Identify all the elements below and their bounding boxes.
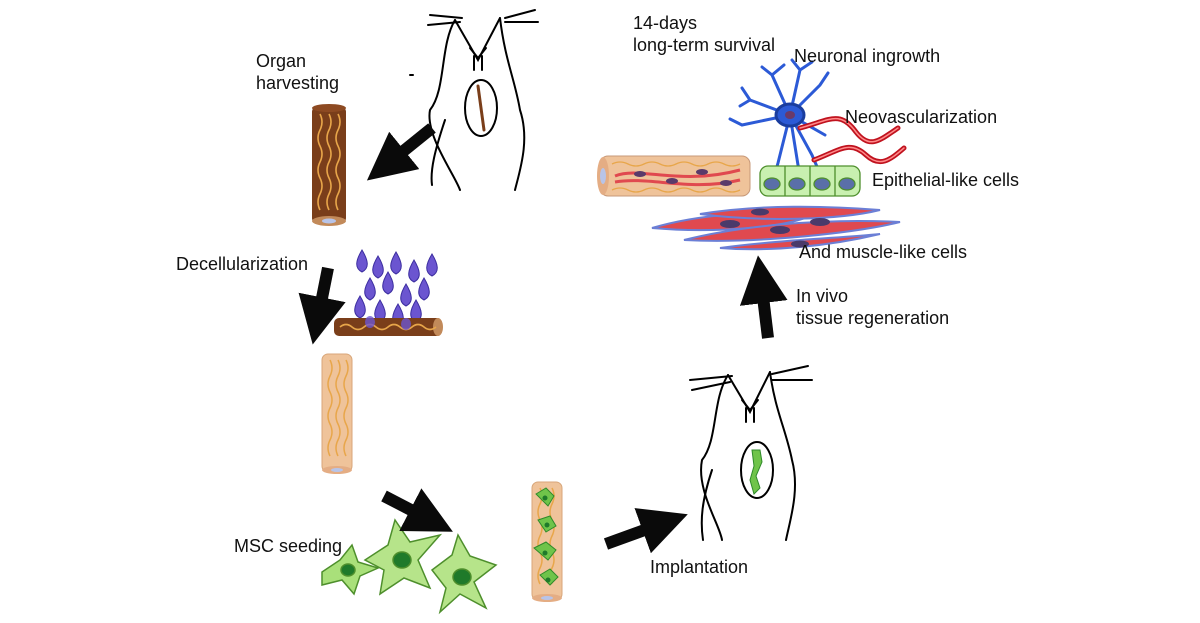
muscle-cells <box>651 205 901 251</box>
seeded-scaffold <box>531 481 563 602</box>
regenerated-tissue <box>597 155 751 197</box>
arrow-seed <box>381 488 453 532</box>
process-arrows <box>298 123 788 554</box>
label-decellularization: Decellularization <box>176 254 309 274</box>
label-msc-seeding: MSC seeding <box>234 536 343 556</box>
label-organ-harvesting: Organ harvesting <box>256 51 340 93</box>
decellularizing-tissue <box>334 316 443 336</box>
label-implantation: Implantation <box>650 557 749 577</box>
detergent-drops <box>354 249 438 327</box>
label-neovascularization: Neovascularization <box>845 107 998 127</box>
rat-recipient-icon <box>689 365 813 541</box>
decellularized-scaffold <box>321 353 353 474</box>
native-tissue <box>312 104 346 226</box>
msc-cells <box>321 518 498 615</box>
blood-vessel <box>797 116 907 165</box>
label-epithelial-cells: Epithelial-like cells <box>872 170 1020 190</box>
epithelial-cells <box>759 165 861 197</box>
label-in-vivo: In vivo tissue regeneration <box>796 286 950 328</box>
label-muscle-cells: And muscle-like cells <box>799 242 968 262</box>
arrow-implant <box>603 508 688 554</box>
neuron-cell <box>728 58 830 179</box>
label-survival: 14-days long-term survival <box>633 13 776 55</box>
label-neuronal-ingrowth: Neuronal ingrowth <box>794 46 941 66</box>
arrow-harvest <box>366 123 436 181</box>
arrow-regenerate <box>739 255 788 339</box>
rat-donor-icon <box>409 9 539 191</box>
arrow-decellularize <box>298 266 346 345</box>
